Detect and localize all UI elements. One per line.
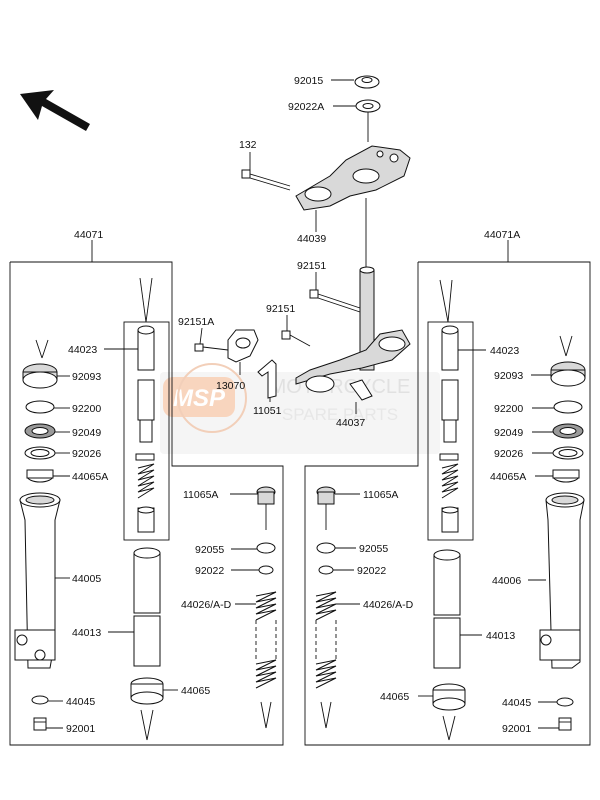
label-right-11065a: 11065A xyxy=(363,489,398,501)
label-92151a: 92151A xyxy=(178,316,214,328)
left-bolt-92001 xyxy=(33,717,47,731)
right-spring-seat xyxy=(441,463,459,533)
left-oring-92055 xyxy=(256,542,276,554)
label-left-92022: 92022 xyxy=(195,565,224,577)
bolt-92151-mid xyxy=(281,330,311,347)
right-outer-tube-44006 xyxy=(539,492,585,669)
label-left-11065a: 11065A xyxy=(183,489,218,501)
label-left-44065: 44065 xyxy=(181,685,210,697)
label-left-44023: 44023 xyxy=(68,344,97,356)
label-92151-top: 92151 xyxy=(297,260,326,272)
front-direction-arrow xyxy=(20,90,90,131)
label-right-44026: 44026/A-D xyxy=(363,599,414,611)
watermark-logo-text: MSP xyxy=(173,385,226,412)
label-left-92026: 92026 xyxy=(72,448,101,460)
label-92022a: 92022A xyxy=(288,101,324,113)
label-left-92049: 92049 xyxy=(72,427,101,439)
steering-nut-92015 xyxy=(354,75,380,89)
left-ring-92200 xyxy=(25,400,55,414)
left-outer-tube-44005 xyxy=(14,492,61,669)
label-right-44045: 44045 xyxy=(502,697,531,709)
right-bushing-44065 xyxy=(432,683,466,711)
right-bushing-44065a xyxy=(552,469,580,483)
right-inner-box xyxy=(427,321,474,541)
label-right-44006: 44006 xyxy=(492,575,521,587)
bolt-92151a xyxy=(194,343,229,352)
label-left-92200: 92200 xyxy=(72,403,101,415)
left-washer-44045 xyxy=(31,695,49,705)
label-13070: 13070 xyxy=(216,380,245,392)
right-ring-92200 xyxy=(553,400,583,414)
watermark-logo-badge xyxy=(163,377,235,417)
right-seal-92049 xyxy=(552,423,584,439)
right-cap-92093 xyxy=(550,335,586,387)
label-right-92001: 92001 xyxy=(502,723,531,735)
label-left-92001: 92001 xyxy=(66,723,95,735)
left-inner-box xyxy=(123,321,170,541)
label-right-44023: 44023 xyxy=(490,345,519,357)
label-right-92200: 92200 xyxy=(494,403,523,415)
bolt-92151-top xyxy=(309,289,361,313)
label-left-92055: 92055 xyxy=(195,544,224,556)
part-labels: 92015 92022A 132 44039 44071 44071A 9215… xyxy=(66,75,531,735)
label-right-92093: 92093 xyxy=(494,370,523,382)
left-washer-92026 xyxy=(24,446,56,460)
label-left-44026: 44026/A-D xyxy=(181,599,232,611)
label-92151-mid: 92151 xyxy=(266,303,295,315)
left-spring-44026 xyxy=(255,591,277,689)
right-oring-92055 xyxy=(316,542,336,554)
label-132: 132 xyxy=(239,139,257,151)
label-right-44065a: 44065A xyxy=(490,471,526,483)
left-seal-92049 xyxy=(24,423,56,439)
label-44071: 44071 xyxy=(74,229,103,241)
right-fork-tube-44023 xyxy=(441,325,459,443)
right-valve-11065a xyxy=(316,486,336,530)
leader-lines xyxy=(46,79,559,729)
left-fork-tube-44023 xyxy=(137,325,155,443)
label-right-92026: 92026 xyxy=(494,448,523,460)
label-left-92093: 92093 xyxy=(72,371,101,383)
stem-head-44037 xyxy=(295,266,411,401)
label-right-44065: 44065 xyxy=(380,691,409,703)
label-left-44005: 44005 xyxy=(72,573,101,585)
washer-92022a xyxy=(355,99,381,113)
right-washer-44045 xyxy=(556,697,574,707)
left-piston-tube-44013 xyxy=(133,547,161,667)
label-right-44013: 44013 xyxy=(486,630,515,642)
label-44071a: 44071A xyxy=(484,229,520,241)
watermark-line2: SPARE PARTS xyxy=(282,405,398,424)
brake-hose-clamp-13070 xyxy=(227,329,259,363)
label-left-44065a: 44065A xyxy=(72,471,108,483)
upper-bracket-44039 xyxy=(295,145,411,211)
right-piston-tube-44013 xyxy=(433,549,461,669)
right-spring-44026 xyxy=(315,591,337,689)
left-bushing-44065 xyxy=(130,677,164,705)
bracket-11051 xyxy=(257,359,277,399)
label-11051: 11051 xyxy=(253,405,282,417)
right-bolt-92001 xyxy=(558,717,572,731)
label-right-92022: 92022 xyxy=(357,565,386,577)
left-bushing-44065a xyxy=(26,469,54,483)
label-44037: 44037 xyxy=(336,417,365,429)
label-left-44045: 44045 xyxy=(66,696,95,708)
left-fork-assembly-box xyxy=(9,261,284,746)
left-spring-seat xyxy=(137,463,155,533)
label-right-92049: 92049 xyxy=(494,427,523,439)
watermark-line1: MOTORCYCLE xyxy=(270,376,411,398)
left-cap-92093 xyxy=(22,339,58,389)
left-valve-11065a xyxy=(256,486,276,530)
right-washer-92026 xyxy=(552,446,584,460)
right-fork-assembly-box xyxy=(304,261,591,746)
label-44039: 44039 xyxy=(297,233,326,245)
label-92015: 92015 xyxy=(294,75,323,87)
bolt-132 xyxy=(241,169,291,191)
label-right-92055: 92055 xyxy=(359,543,388,555)
label-left-44013: 44013 xyxy=(72,627,101,639)
right-oring-92022 xyxy=(318,565,334,575)
left-oring-92022 xyxy=(258,565,274,575)
